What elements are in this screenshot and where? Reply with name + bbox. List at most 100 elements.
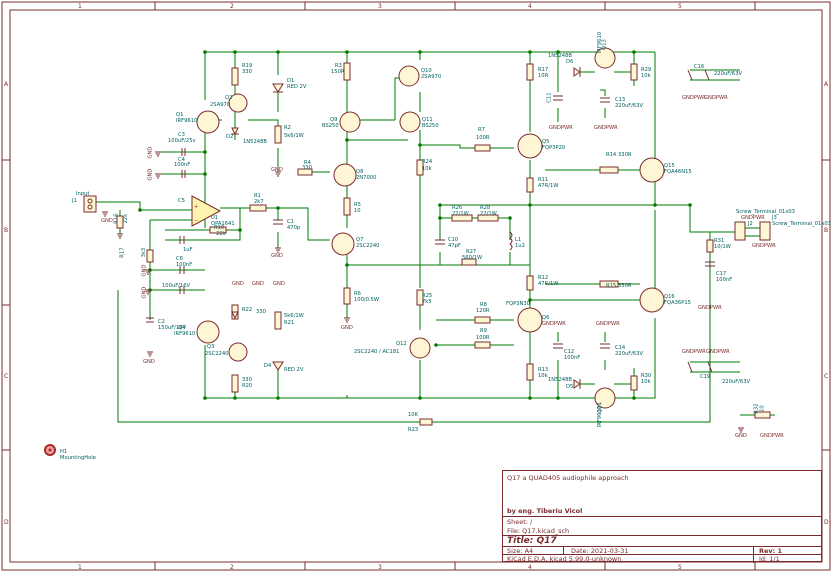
- r31-value: 10/1W: [714, 244, 731, 250]
- r32-body: [754, 411, 771, 419]
- grid-col-2-bottom: 2: [230, 564, 234, 571]
- q16-value: FQA36P15: [664, 300, 691, 306]
- q7-ref: Q7: [356, 237, 364, 243]
- r24-body: [416, 159, 424, 176]
- c19-value: 220uF/63V: [722, 379, 751, 385]
- grid-row-a-right: A: [824, 81, 829, 88]
- j2-body: [734, 221, 746, 241]
- r1-ref: R1: [254, 193, 261, 199]
- c13-value: 220uF/63V: [615, 103, 644, 109]
- title-block-divider-4: [503, 554, 821, 555]
- c1-value: 470p: [287, 225, 301, 231]
- grid-col-2: 2: [230, 3, 234, 10]
- r11-ref: R11: [538, 177, 549, 183]
- grid-row-labels: A B C D A B C D: [4, 81, 829, 526]
- c17-ref: C17: [716, 271, 727, 277]
- grid-column-labels: 1 2 3 4 5 1 2 3 4 5: [78, 3, 682, 571]
- connectors: [83, 195, 771, 241]
- grid-row-d-right: D: [824, 519, 829, 526]
- r28-ref: R28: [480, 205, 491, 211]
- q3-value: 2SC2240: [205, 351, 229, 357]
- gnd-label-1: GND: [147, 146, 154, 159]
- c3-ref: C3: [178, 132, 185, 138]
- gnd-label-j1: GND: [101, 218, 113, 224]
- q1-ref: Q1: [176, 112, 184, 118]
- grid-col-5: 5: [678, 3, 682, 10]
- r23-ref: R23: [408, 427, 419, 433]
- gndpwr-label-4: GNDPWR: [704, 95, 728, 101]
- grid-row-b: B: [4, 227, 8, 234]
- q8-value: 2N7000: [356, 175, 377, 181]
- q13-ref: Q13: [601, 39, 608, 50]
- c6-ref: C6: [176, 256, 183, 262]
- q8-ref: Q8: [356, 169, 364, 175]
- r10-ref: R10: [214, 225, 225, 231]
- r31-ref: R31: [714, 238, 725, 244]
- c4-ref: C4: [178, 157, 185, 163]
- d6-zener: [573, 67, 581, 77]
- r21-value: 5k6/1W: [284, 313, 304, 319]
- r17-value: 10R: [538, 73, 549, 79]
- r1-value: 2k7: [254, 199, 264, 205]
- c11-ref: C11: [546, 92, 553, 103]
- u1-plus: +: [194, 204, 198, 210]
- r22-value: 330: [256, 309, 266, 315]
- r13-ref: R13: [538, 367, 549, 373]
- d2-zener: [231, 127, 239, 136]
- grid-row-c-right: C: [824, 373, 828, 380]
- r29-value: 10k: [641, 73, 651, 79]
- q5-mosfet: [517, 133, 543, 159]
- q3-bjt: [228, 342, 248, 362]
- r29-body: [630, 63, 638, 81]
- r11-body: [526, 177, 534, 193]
- c3-value: 100uF/25v: [168, 138, 196, 144]
- q4-ref: Q4: [178, 325, 186, 331]
- r20-body: [231, 374, 239, 393]
- r2-body: [274, 125, 282, 144]
- title-block-divider-2: [503, 535, 821, 536]
- r2-value: 5k6/1W: [284, 133, 304, 139]
- l1-ref: L1: [515, 237, 522, 243]
- r3-body: [343, 62, 351, 81]
- r19-ref: R19: [242, 63, 253, 69]
- d3-zener: [231, 311, 239, 320]
- d4-ref: D4: [264, 363, 272, 369]
- r27-body: [461, 258, 477, 266]
- l1-value: 1u2: [515, 243, 525, 249]
- r16-body: [116, 215, 124, 229]
- q9-ref: Q9: [330, 117, 338, 123]
- r28-body: [477, 214, 499, 222]
- q1-value: IRF9610: [176, 118, 198, 124]
- grid-col-5-bottom: 5: [678, 564, 682, 571]
- r17-ref: R17: [538, 67, 549, 73]
- title-block-id: Id: 1/1: [759, 555, 780, 563]
- c13-ref: C13: [615, 97, 626, 103]
- c7-value: 100uF/16V: [162, 283, 191, 289]
- r12-body: [526, 275, 534, 291]
- gnd-label-2: GND: [147, 168, 154, 181]
- gnd-label-r22: GND: [232, 281, 244, 287]
- q12-ref: Q12: [396, 341, 407, 347]
- r6-body: [343, 287, 351, 305]
- inner-frame: [9, 9, 823, 563]
- r31-body: [706, 239, 714, 253]
- q7-value: 2SC2240: [356, 243, 380, 249]
- j1-ref: J1: [72, 198, 77, 204]
- c1-ref: C1: [287, 219, 294, 225]
- r17b-body: [146, 249, 154, 263]
- gndpwr-label-j2: GNDPWR: [741, 215, 765, 221]
- r17-body: [526, 63, 534, 81]
- r12-ref: R12: [538, 275, 549, 281]
- q15-ref: Q15: [664, 163, 675, 169]
- gndpwr-label-j3: GNDPWR: [752, 243, 776, 249]
- r5-value: 10: [354, 208, 361, 214]
- q2-bjt: [228, 93, 248, 113]
- r8-value: 120R: [476, 308, 490, 314]
- d5-zener: [573, 379, 581, 389]
- r14-ref: R14: [606, 152, 617, 158]
- d1-value: RED 2V: [287, 84, 307, 90]
- j3-body: [759, 221, 771, 241]
- r11-value: 47R/1W: [538, 183, 559, 189]
- title-block-date: Date: 2021-03-31: [571, 547, 629, 555]
